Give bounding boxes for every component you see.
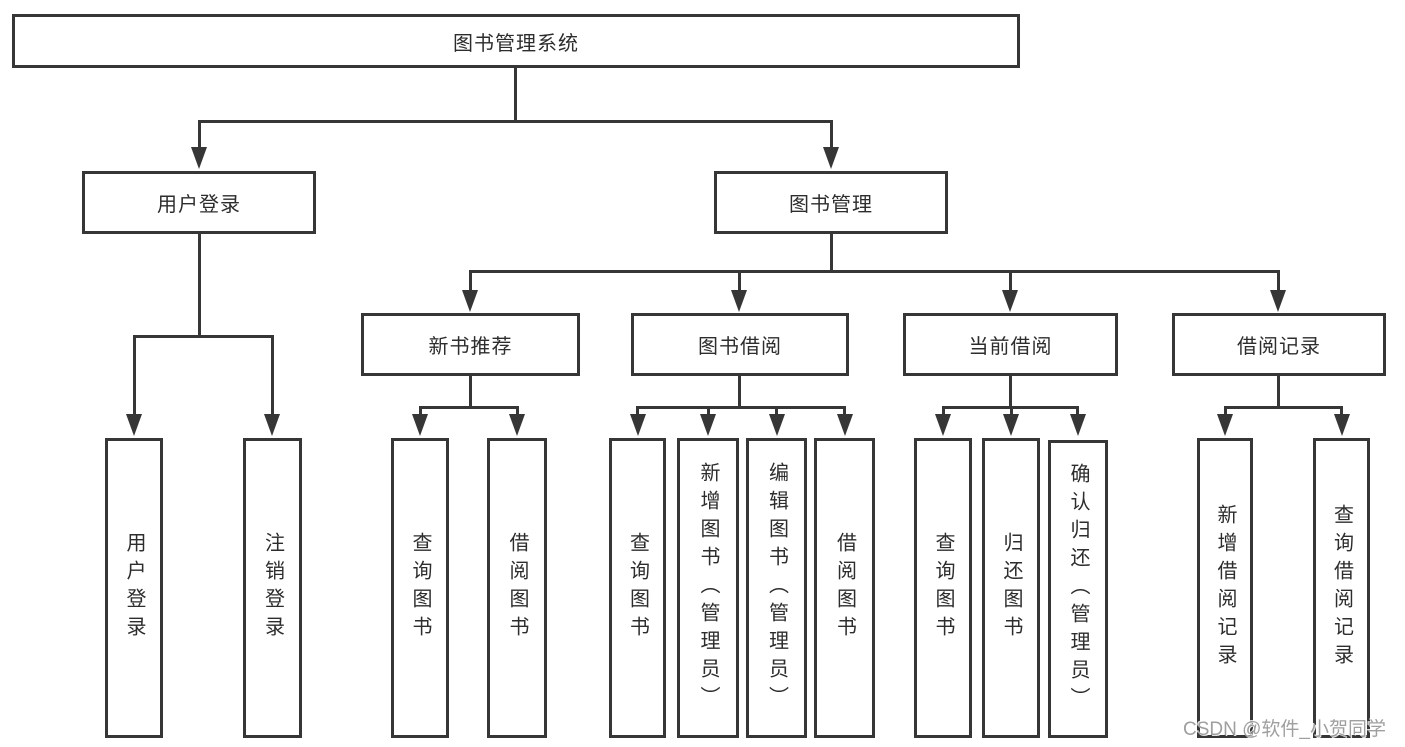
arrow-down-icon	[700, 414, 716, 436]
leaf-label: 编辑图书（管理员）	[765, 462, 788, 714]
arrow-down-icon	[630, 414, 646, 436]
arrow-down-icon	[1270, 290, 1286, 312]
watermark: CSDN @软件_小贺同学	[1183, 719, 1386, 740]
connector-vline	[738, 376, 741, 406]
connector-vline	[271, 335, 274, 414]
connector-vline	[1076, 406, 1079, 416]
connector-vline	[636, 406, 639, 416]
leaf-confirm-return-admin: 确认归还（管理员）	[1048, 440, 1108, 738]
arrow-down-icon	[126, 414, 142, 436]
node-label: 当前借阅	[968, 336, 1053, 358]
arrow-down-icon	[731, 290, 747, 312]
leaf-add-borrow-record: 新增借阅记录	[1197, 438, 1253, 738]
leaf-borrow-books-recommend: 借阅图书	[487, 438, 547, 738]
connector-hline	[198, 120, 832, 123]
leaf-label: 查询借阅记录	[1330, 504, 1353, 672]
connector-vline	[775, 406, 778, 416]
arrow-down-icon	[1217, 414, 1233, 436]
node-borrowing-records: 借阅记录	[1172, 313, 1386, 376]
connector-vline	[830, 234, 833, 270]
connector-vline	[707, 406, 710, 416]
leaf-label: 新增图书（管理员）	[697, 462, 719, 714]
leaf-label: 查询图书	[932, 532, 954, 644]
connector-vline	[1009, 376, 1012, 406]
connector-hline	[1225, 406, 1342, 409]
connector-hline	[469, 270, 1279, 273]
node-new-book-recommendation: 新书推荐	[361, 313, 580, 376]
leaf-label: 查询图书	[626, 532, 649, 644]
node-label: 图书管理	[789, 194, 873, 216]
connector-hline	[637, 406, 845, 409]
arrow-down-icon	[1003, 414, 1019, 436]
connector-hline	[133, 335, 273, 338]
leaf-return-books: 归还图书	[982, 438, 1040, 738]
leaf-query-borrow-record: 查询借阅记录	[1313, 438, 1370, 738]
leaf-label: 用户登录	[123, 532, 145, 644]
connector-vline	[1277, 376, 1280, 406]
connector-vline	[830, 120, 833, 148]
connector-vline	[516, 406, 519, 416]
leaf-query-books-borrowing: 查询图书	[609, 438, 666, 738]
node-label: 图书管理系统	[453, 32, 579, 55]
arrow-down-icon	[264, 414, 280, 436]
connector-vline	[198, 234, 201, 335]
node-label: 新书推荐	[428, 336, 513, 358]
connector-vline	[469, 376, 472, 406]
node-label: 图书借阅	[698, 336, 782, 358]
node-book-management: 图书管理	[714, 171, 948, 234]
arrow-down-icon	[412, 414, 428, 436]
connector-vline	[843, 406, 846, 416]
leaf-label: 新增借阅记录	[1214, 504, 1236, 672]
node-user-login: 用户登录	[82, 171, 316, 234]
leaf-logout: 注销登录	[243, 438, 302, 738]
node-current-borrowing: 当前借阅	[903, 313, 1118, 376]
leaf-label: 归还图书	[1000, 532, 1022, 644]
connector-vline	[1340, 406, 1343, 416]
leaf-label: 借阅图书	[833, 532, 856, 644]
arrow-down-icon	[935, 414, 951, 436]
node-label: 用户登录	[157, 194, 241, 216]
leaf-label: 注销登录	[261, 532, 284, 644]
arrow-down-icon	[769, 414, 785, 436]
arrow-down-icon	[1334, 414, 1350, 436]
leaf-label: 借阅图书	[506, 532, 528, 644]
node-library-management-system: 图书管理系统	[12, 14, 1020, 68]
arrow-down-icon	[823, 147, 839, 169]
leaf-label: 确认归还（管理员）	[1067, 463, 1089, 715]
leaf-label: 查询图书	[409, 532, 431, 644]
node-book-borrowing: 图书借阅	[631, 313, 849, 376]
arrow-down-icon	[1070, 414, 1086, 436]
connector-vline	[469, 270, 472, 292]
connector-vline	[1009, 270, 1012, 292]
connector-vline	[1010, 406, 1013, 416]
leaf-query-books-current: 查询图书	[914, 438, 972, 738]
arrow-down-icon	[1002, 290, 1018, 312]
connector-hline	[420, 406, 517, 409]
connector-vline	[133, 335, 136, 414]
arrow-down-icon	[462, 290, 478, 312]
node-label: 借阅记录	[1237, 336, 1321, 358]
arrow-down-icon	[191, 147, 207, 169]
arrow-down-icon	[509, 414, 525, 436]
arrow-down-icon	[837, 414, 853, 436]
leaf-edit-books-admin: 编辑图书（管理员）	[746, 438, 807, 738]
connector-vline	[738, 270, 741, 292]
connector-vline	[514, 68, 517, 120]
leaf-query-books-recommend: 查询图书	[391, 438, 449, 738]
leaf-add-books-admin: 新增图书（管理员）	[677, 438, 739, 738]
connector-vline	[942, 406, 945, 416]
connector-vline	[419, 406, 422, 416]
leaf-user-login: 用户登录	[105, 438, 163, 738]
connector-vline	[198, 120, 201, 148]
connector-vline	[1277, 270, 1280, 292]
connector-vline	[1224, 406, 1227, 416]
leaf-borrow-books-borrowing: 借阅图书	[814, 438, 875, 738]
